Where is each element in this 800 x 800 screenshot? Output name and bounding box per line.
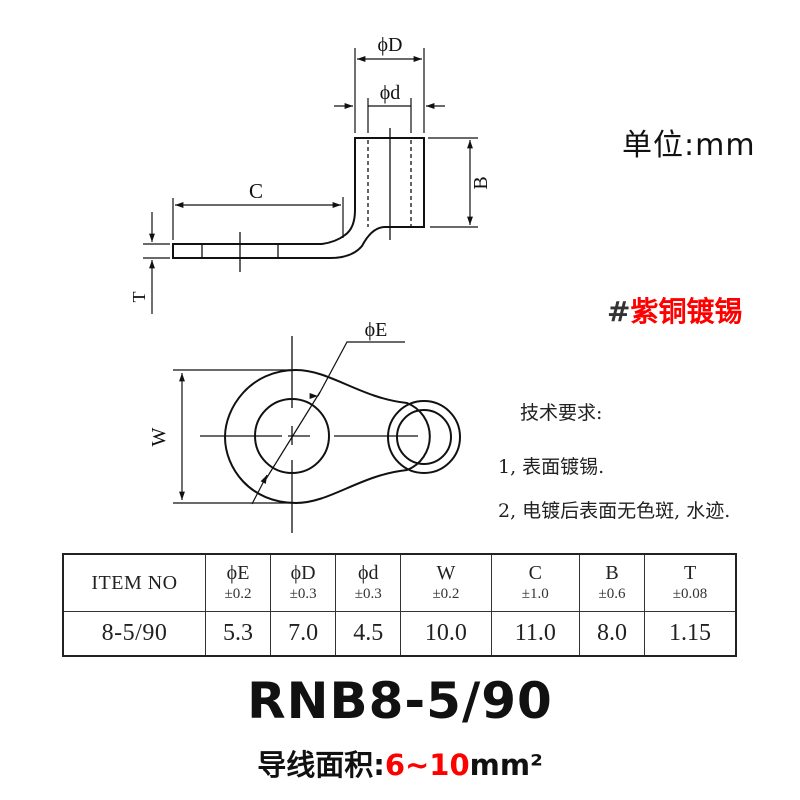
- dim-label-W: W: [148, 427, 170, 446]
- header-name: ϕd: [357, 562, 379, 584]
- header-item-no: ITEM NO: [62, 553, 206, 612]
- requirements-title: 技术要求:: [520, 402, 603, 424]
- header-tolerance: ±1.0: [521, 586, 549, 602]
- wire-area-unit: mm²: [469, 748, 543, 782]
- unit-label: 单位:mm: [622, 128, 756, 163]
- side-view: [172, 128, 425, 272]
- material-hash: #: [607, 295, 631, 328]
- cell-phid: 4.5: [335, 611, 402, 657]
- wire-area: 导线面积:6~10mm²: [0, 742, 800, 784]
- model-name: RNB8-5/90: [247, 672, 553, 730]
- top-view-centerlines: [200, 336, 418, 533]
- side-view-dimensions: [143, 48, 478, 314]
- header-name: B: [605, 562, 619, 584]
- header-tolerance: ±0.08: [672, 586, 708, 602]
- header-tolerance: ±0.3: [354, 586, 382, 602]
- material-label: #紫铜镀锡: [607, 290, 742, 330]
- dim-label-B: B: [470, 176, 492, 189]
- requirement-item-1: 1, 表面镀锡.: [498, 456, 605, 478]
- cell-phiD: 7.0: [270, 611, 337, 657]
- top-view-dimensions: [173, 341, 405, 505]
- header-T: T ±0.08: [644, 553, 737, 612]
- dim-label-phiD: ϕD: [378, 34, 403, 56]
- header-name: ϕE: [226, 562, 250, 584]
- cell-W: 10.0: [400, 611, 492, 657]
- header-phid: ϕd ±0.3: [335, 553, 402, 612]
- cell-T: 1.15: [644, 611, 737, 657]
- header-name: T: [683, 562, 697, 584]
- wire-area-range: 6~10: [384, 748, 470, 782]
- dim-label-phid: ϕd: [380, 82, 401, 104]
- header-phiD: ϕD ±0.3: [270, 553, 337, 612]
- material-name: 紫铜镀锡: [630, 295, 743, 328]
- header-name: W: [436, 562, 456, 584]
- cell-C: 11.0: [490, 611, 581, 657]
- spec-table-header-row: ITEM NO ϕE ±0.2 ϕD ±0.3 ϕd ±0.3 W ±0.2 C ±1.0…: [62, 553, 737, 612]
- cell-phiE: 5.3: [204, 611, 272, 657]
- header-tolerance: ±0.3: [289, 586, 317, 602]
- header-name: ϕD: [290, 562, 316, 584]
- spec-table: ITEM NO ϕE ±0.2 ϕD ±0.3 ϕd ±0.3 W ±0.2 C ±1.0…: [62, 553, 737, 657]
- requirement-item-2: 2, 电镀后表面无色斑, 水迹.: [498, 500, 731, 522]
- cell-item-no: 8-5/90: [62, 611, 206, 657]
- dim-label-phiE: ϕE: [365, 319, 388, 341]
- header-phiE: ϕE ±0.2: [204, 553, 272, 612]
- header-B: B ±0.6: [578, 553, 646, 612]
- header-name: C: [528, 562, 542, 584]
- dim-label-C: C: [249, 179, 263, 203]
- cell-B: 8.0: [578, 611, 646, 657]
- dim-label-T: T: [129, 292, 149, 303]
- wire-area-label: 导线面积:: [257, 748, 385, 782]
- header-tolerance: ±0.2: [432, 586, 460, 602]
- header-C: C ±1.0: [490, 553, 581, 612]
- table-row: 8-5/90 5.3 7.0 4.5 10.0 11.0 8.0 1.15: [62, 611, 737, 657]
- header-tolerance: ±0.6: [598, 586, 626, 602]
- header-W: W ±0.2: [400, 553, 492, 612]
- header-tolerance: ±0.2: [224, 586, 252, 602]
